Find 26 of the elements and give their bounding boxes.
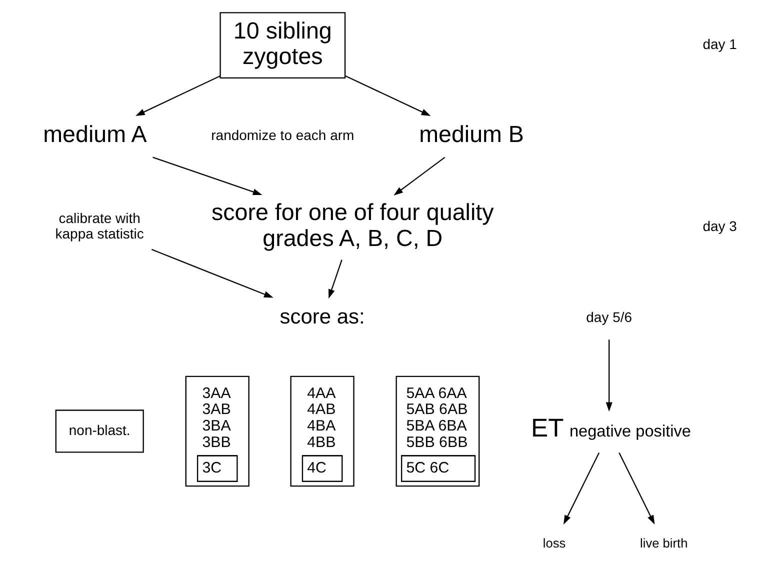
label: randomize to each arm — [210, 126, 354, 143]
node-text: score as: — [279, 305, 364, 328]
arrow — [563, 452, 600, 525]
node-box: 10 sibling zygotes — [219, 12, 346, 79]
arrow — [344, 75, 430, 116]
arrow — [605, 340, 612, 412]
arrow — [150, 248, 273, 298]
node-box: non-blast. — [54, 410, 144, 453]
node-text: live birth — [640, 536, 688, 551]
node-box: 5AA 6AA 5AB 6AB 5BA 6BA 5BB 6BB 5C 6C — [395, 376, 480, 487]
node-text: day 5/6 — [586, 308, 632, 325]
label: day 1 — [702, 36, 736, 52]
arrow — [618, 452, 654, 525]
node-text: ET negative positive — [530, 414, 690, 443]
node-text: loss — [542, 536, 566, 551]
node-text: score for one of four quality grades A, B, C, D — [210, 199, 494, 251]
node-text: medium B — [418, 121, 524, 148]
arrow — [134, 75, 220, 116]
node-box: 3AA 3AB 3BA 3BB 3C — [184, 376, 249, 487]
node-text: calibrate with kappa statistic — [54, 210, 144, 242]
arrow — [152, 156, 262, 196]
node-text: medium A — [42, 121, 146, 148]
arrow — [393, 156, 445, 196]
arrow — [328, 260, 342, 299]
node-box: 4AA 4AB 4BA 4BB 4C — [290, 376, 354, 487]
label: day 3 — [702, 218, 736, 234]
